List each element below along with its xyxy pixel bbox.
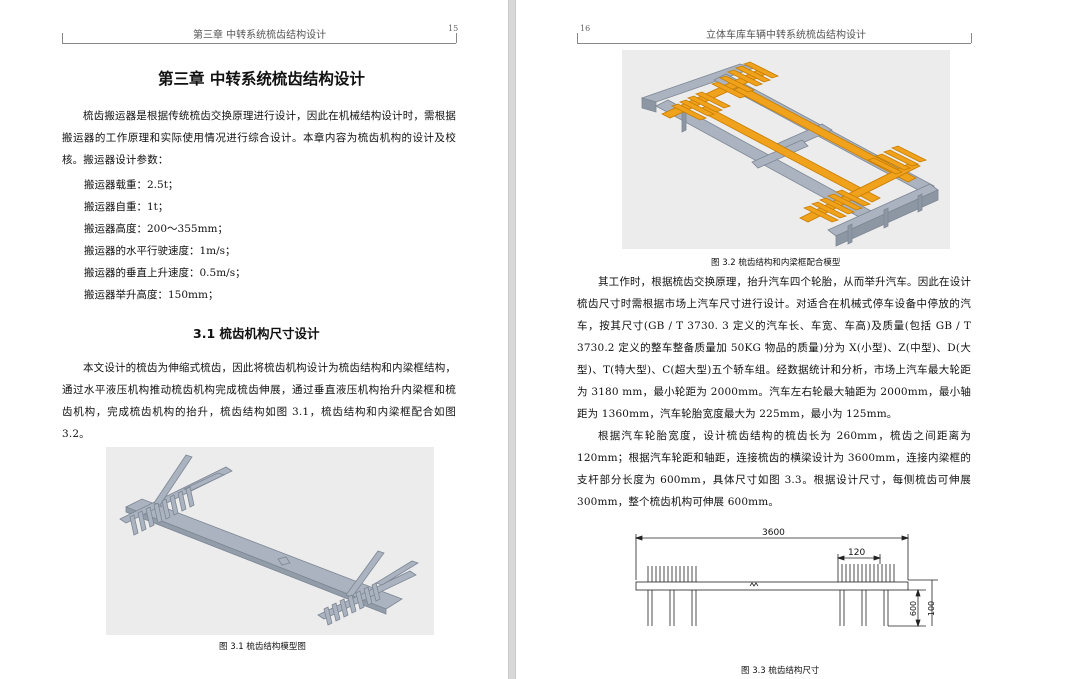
figure-3-3-dimension-drawing: 3600 120 600 100 bbox=[626, 524, 956, 658]
chapter-title: 第三章 中转系统梳齿结构设计 bbox=[158, 70, 365, 88]
crop-mark bbox=[577, 33, 578, 43]
dimension-label: 100 bbox=[927, 600, 937, 617]
param-line: 搬运器的垂直上升速度：0.5m/s； bbox=[84, 267, 246, 279]
param-line: 搬运器高度：200～355mm； bbox=[84, 223, 228, 235]
page-number: 16 bbox=[580, 24, 591, 33]
section-heading: 3.1 梳齿机构尺寸设计 bbox=[193, 326, 320, 341]
figure-3-1-comb-model bbox=[106, 447, 434, 635]
figure-3-2-comb-frame-model bbox=[622, 50, 950, 249]
body-paragraph: 根据汽车轮胎宽度，设计梳齿结构的梳齿长为 260mm，梳齿之间距离为 120mm… bbox=[577, 430, 971, 508]
page-16: 16 立体车库车辆中转系统梳齿结构设计 bbox=[516, 0, 1065, 679]
dimension-label: 600 bbox=[909, 600, 919, 617]
figure-caption: 图 3.1 梳齿结构模型图 bbox=[219, 642, 306, 652]
param-line: 搬运器举升高度：150mm； bbox=[84, 289, 219, 301]
figure-caption: 图 3.2 梳齿结构和内梁框配合模型 bbox=[711, 258, 841, 268]
page-gutter bbox=[508, 0, 516, 679]
param-line: 搬运器自重：1t； bbox=[84, 201, 169, 213]
dimension-label: 120 bbox=[848, 548, 866, 558]
page-15: 第三章 中转系统梳齿结构设计 15 第三章 中转系统梳齿结构设计 梳齿搬运器是根… bbox=[0, 0, 508, 679]
header-rule bbox=[577, 43, 971, 44]
figure-caption: 图 3.3 梳齿结构尺寸 bbox=[741, 666, 820, 676]
param-line: 搬运器载重：2.5t； bbox=[84, 179, 179, 191]
crop-mark bbox=[62, 33, 63, 43]
body-paragraph: 本文设计的梳齿为伸缩式梳齿，因此将梳齿机构设计为梳齿结构和内梁框结构，通过水平液… bbox=[62, 362, 456, 440]
running-header: 立体车库车辆中转系统梳齿结构设计 bbox=[706, 30, 866, 41]
header-rule bbox=[62, 43, 456, 44]
page-number: 15 bbox=[448, 24, 459, 33]
param-line: 搬运器的水平行驶速度：1m/s； bbox=[84, 245, 236, 257]
intro-paragraph: 梳齿搬运器是根据传统梳齿交换原理进行设计，因此在机械结构设计时，需根据搬运器的工… bbox=[62, 110, 456, 166]
dimension-label: 3600 bbox=[762, 528, 785, 538]
body-paragraph: 其工作时，根据梳齿交换原理，抬升汽车四个轮胎，从而举升汽车。因此在设计梳齿尺寸时… bbox=[577, 276, 971, 420]
crop-mark bbox=[971, 33, 972, 43]
crop-mark bbox=[456, 33, 457, 43]
running-header: 第三章 中转系统梳齿结构设计 bbox=[193, 30, 327, 41]
